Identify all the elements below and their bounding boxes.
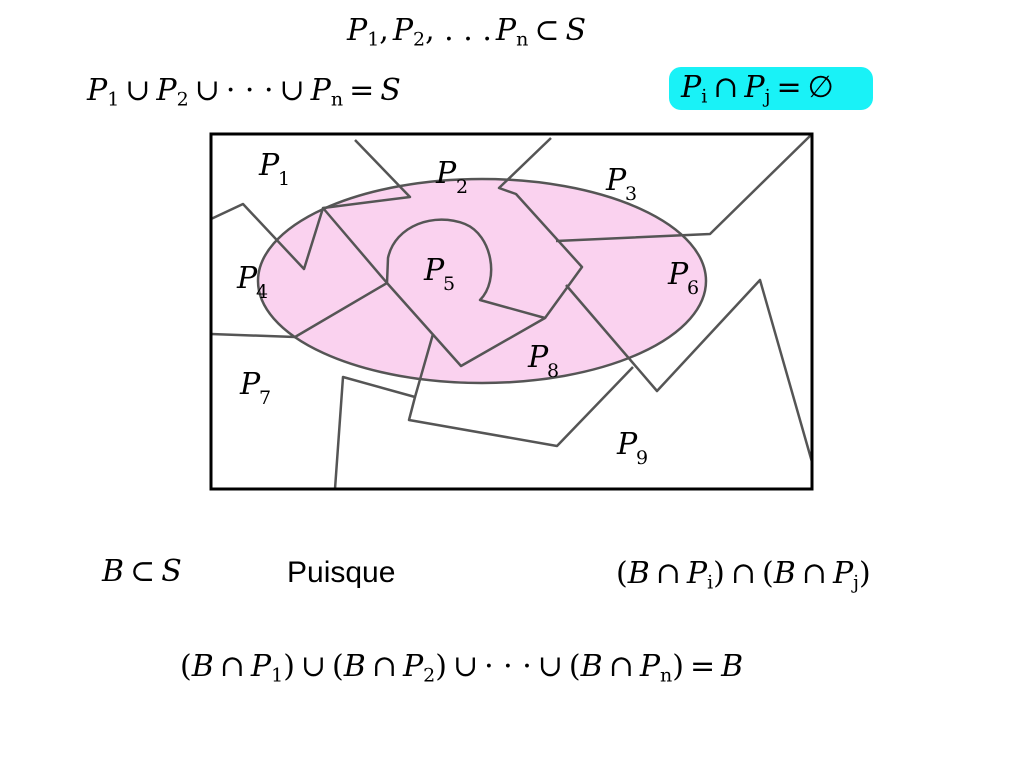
region-label-p5: P5 (423, 253, 455, 295)
region-label-p4: P4 (236, 261, 268, 303)
svg-text:P: P (527, 340, 549, 375)
region-label-p1: P1 (258, 148, 290, 190)
svg-text:P: P (423, 253, 445, 288)
svg-text:P: P (667, 257, 689, 292)
svg-text:P: P (616, 427, 638, 462)
svg-text:8: 8 (547, 360, 559, 382)
boundary-line (555, 133, 813, 243)
svg-text:1: 1 (278, 168, 290, 190)
region-label-p8: P8 (527, 340, 559, 382)
region-label-p3: P3 (605, 163, 637, 205)
intersection-formula: (B∩Pi)∩(B∩Pj) (616, 556, 871, 594)
boundary-line (565, 278, 814, 463)
boundary-line (333, 333, 435, 490)
partition-subsets-formula: P1,P2, . . .Pn⊂S (347, 13, 587, 51)
set-b-ellipse (256, 177, 708, 385)
svg-text:4: 4 (256, 281, 268, 303)
boundary-line (385, 218, 547, 368)
svg-text:9: 9 (636, 447, 648, 469)
boundary-line (407, 366, 634, 448)
b-subset-formula: B⊂S (102, 554, 182, 589)
boundary-line (210, 139, 412, 271)
region-label-p7: P7 (239, 367, 271, 409)
disjoint-formula: Pi∩Pj=∅ (681, 70, 834, 108)
svg-text:P: P (435, 156, 457, 191)
partition-boundaries (210, 133, 814, 490)
svg-text:P: P (239, 367, 261, 402)
svg-text:P: P (258, 148, 280, 183)
svg-text:P: P (605, 163, 627, 198)
boundary-line (210, 207, 389, 339)
svg-text:3: 3 (625, 183, 637, 205)
svg-text:7: 7 (259, 387, 271, 409)
universe-s-frame (209, 132, 814, 491)
svg-text:2: 2 (456, 176, 468, 198)
svg-text:6: 6 (687, 277, 699, 299)
disjoint-highlight-box (669, 67, 873, 110)
boundary-line (497, 137, 584, 319)
b-partition-union-formula: (B∩P1)∪(B∩P2)∪· · ·∪(B∩Pn)=B (180, 649, 744, 687)
puisque-label: Puisque (287, 556, 396, 589)
partition-union-formula: P1∪P2∪· · ·∪Pn=S (87, 73, 401, 111)
region-label-p6: P6 (667, 257, 699, 299)
svg-text:5: 5 (443, 273, 455, 295)
svg-text:P: P (236, 261, 258, 296)
region-label-p9: P9 (616, 427, 648, 469)
